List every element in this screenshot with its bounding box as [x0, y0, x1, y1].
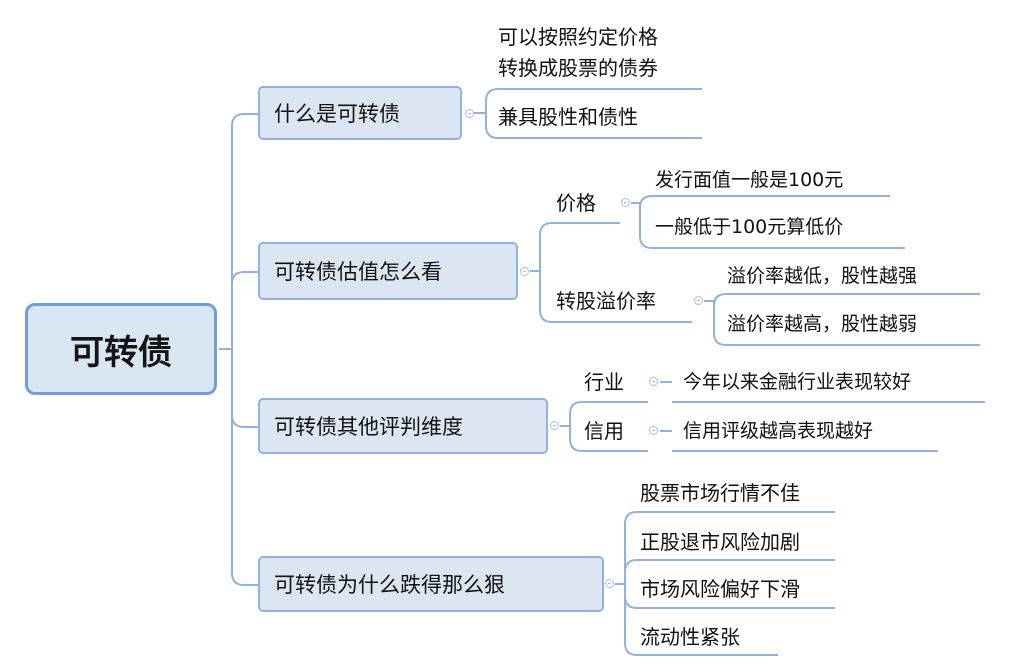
node-industry[interactable]: 行业 [584, 370, 624, 394]
root-link-arm-0 [231, 113, 245, 349]
t4-link-arm-3 [624, 584, 638, 656]
t2-link-arm-0 [539, 222, 553, 271]
t4-link-arm-2 [624, 584, 638, 609]
root-topic[interactable]: 可转债 [25, 303, 217, 395]
premium-link-arm-1 [713, 301, 727, 346]
topic-other-dimensions[interactable]: 可转债其他评判维度 [258, 398, 548, 454]
collapse-icon[interactable] [649, 377, 658, 386]
node-market-weak[interactable]: 股票市场行情不佳 [640, 481, 800, 505]
t4-link-arm-0 [624, 511, 638, 584]
topic-valuation[interactable]: 可转债估值怎么看 [258, 242, 518, 300]
node-premium-low[interactable]: 溢价率越低，股性越强 [727, 265, 918, 287]
node-price-low[interactable]: 一般低于100元算低价 [655, 216, 844, 238]
node-liquidity[interactable]: 流动性紧张 [640, 625, 740, 649]
node-delisting-risk[interactable]: 正股退市风险加剧 [640, 530, 800, 554]
t4-link-arm-1 [624, 559, 638, 584]
node-price[interactable]: 价格 [556, 191, 596, 215]
node-definition[interactable]: 可以按照约定价格 转换成股票的债券 [498, 25, 658, 80]
collapse-icon[interactable] [649, 426, 658, 435]
collapse-icon[interactable] [621, 198, 630, 207]
collapse-icon[interactable] [694, 296, 703, 305]
t3-link-arm-0 [569, 401, 583, 426]
t1-link-arm-1 [485, 113, 499, 139]
node-credit[interactable]: 信用 [584, 419, 624, 443]
collapse-icon[interactable] [550, 421, 559, 430]
premium-link-arm-0 [713, 293, 727, 307]
price-link-arm-1 [639, 203, 653, 249]
node-dual-nature[interactable]: 兼具股性和债性 [498, 105, 638, 129]
node-premium-rate[interactable]: 转股溢价率 [556, 289, 656, 313]
collapse-icon[interactable] [520, 267, 529, 276]
root-link-arm-2 [231, 349, 245, 428]
topic-why-drop[interactable]: 可转债为什么跌得那么狠 [258, 556, 604, 612]
collapse-icon[interactable] [465, 109, 474, 118]
t3-link-arm-1 [569, 426, 583, 452]
root-link-arm-1 [231, 271, 245, 349]
t1-link-arm-0 [485, 88, 499, 113]
root-link-arm-3 [231, 349, 245, 586]
node-credit-rating[interactable]: 信用评级越高表现越好 [683, 420, 874, 442]
node-premium-high[interactable]: 溢价率越高，股性越弱 [727, 313, 918, 335]
node-industry-finance[interactable]: 今年以来金融行业表现较好 [683, 371, 912, 393]
price-link-arm-0 [639, 195, 653, 209]
t2-link-arm-1 [539, 271, 553, 323]
node-price-face-value[interactable]: 发行面值一般是100元 [655, 169, 844, 191]
collapse-icon[interactable] [605, 579, 614, 588]
node-risk-appetite[interactable]: 市场风险偏好下滑 [640, 577, 800, 601]
topic-what-is[interactable]: 什么是可转债 [258, 86, 462, 140]
